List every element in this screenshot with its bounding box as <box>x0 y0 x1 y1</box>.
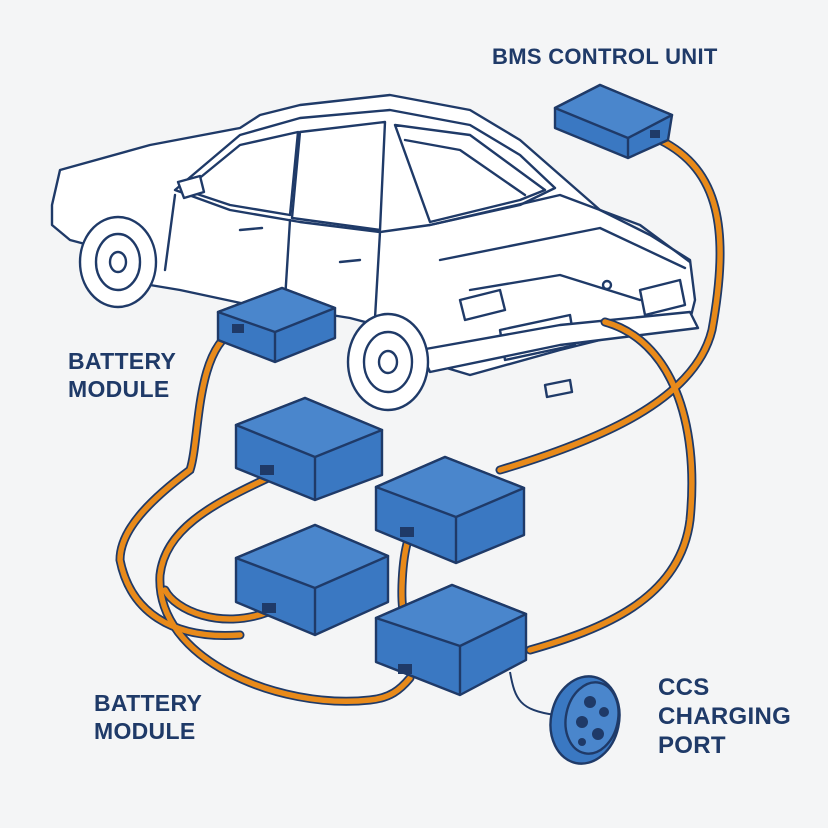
car-outline <box>50 93 700 412</box>
battery-module-label-bottom-line1: BATTERY <box>94 690 203 716</box>
ccs-charging-port-icon <box>549 675 621 765</box>
ccs-charging-port-label: CCS CHARGING PORT <box>658 674 791 760</box>
battery-module-3 <box>374 455 526 565</box>
cables-color <box>117 137 723 704</box>
battery-module-4 <box>234 523 390 637</box>
battery-module-label-top-line2: MODULE <box>68 375 170 402</box>
port-cable <box>509 671 556 716</box>
battery-module-label-bottom: BATTERY MODULE <box>94 690 202 745</box>
battery-module-label-top: BATTERY MODULE <box>68 348 176 403</box>
bms-control-unit-label: BMS CONTROL UNIT <box>492 44 718 69</box>
battery-module-2 <box>234 396 384 502</box>
battery-module-label-top-line1: BATTERY <box>68 348 177 374</box>
ccs-label-line2: CHARGING <box>658 702 792 730</box>
battery-module-1 <box>216 286 337 364</box>
bms-control-unit-box <box>553 83 674 160</box>
battery-module-label-bottom-line2: MODULE <box>94 717 196 744</box>
ccs-label-line1: CCS <box>658 674 710 701</box>
ccs-label-line3: PORT <box>658 731 726 759</box>
battery-module-5 <box>374 583 528 697</box>
